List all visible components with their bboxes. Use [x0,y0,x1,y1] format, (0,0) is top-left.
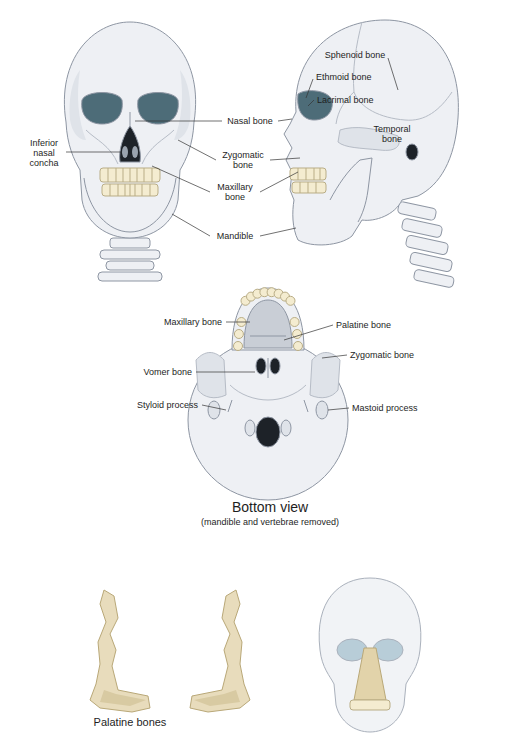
leader-line [226,322,250,323]
bottom-view-skull [208,401,220,419]
leader-line [66,58,398,410]
vertebrae [98,272,162,281]
part-label: Mastoid process [352,403,418,413]
palatine-bone [90,590,150,712]
side-skull [284,20,458,245]
bottom-view-skull [281,420,291,436]
leader-line [388,58,398,90]
vertebrae [106,261,154,270]
bottom-view-skull [268,358,269,378]
vertebrae [413,269,454,288]
front-skull [130,112,131,126]
teeth [234,342,243,351]
part-label: Maxillary bone [210,182,260,202]
palatine-bone [90,590,250,712]
part-label: Vomer bone [144,367,193,377]
bottom-view-skull [245,420,255,436]
part-label: Palatine bone [336,320,391,330]
bottom-view-skull [316,401,328,419]
bottom-view-skull [270,358,280,374]
part-label: Temporal bone [369,124,415,144]
front-skull [138,93,179,125]
bottom-view-skull [310,353,340,398]
leader-line [66,152,122,153]
leader-line [202,405,226,410]
part-label: Lacrimal bone [317,95,374,105]
bottom-view-skull [250,336,286,337]
part-label: Mandible [217,231,254,241]
leader-line [196,372,255,373]
vertebrae [405,235,449,255]
part-label: Bottom view [232,499,308,515]
side-skull [290,168,326,180]
part-label: Ethmoid bone [316,72,372,82]
vertebrae [100,250,160,259]
part-label: Inferior nasal concha [23,138,65,168]
front-skull [64,22,195,238]
vertebrae [409,252,453,272]
front-skull [86,130,174,164]
small-skull [350,700,390,710]
front-skull [132,146,138,158]
leader-line [322,355,347,358]
small-skull [319,578,421,732]
bottom-view-skull [230,385,306,400]
palatine-bone [190,590,250,712]
bottom-view-skull [256,417,280,447]
bottom-view-skull [188,340,348,500]
palatine-bone [100,690,146,706]
part-label: Maxillary bone [164,317,222,327]
teeth [290,318,299,327]
front-skull [122,146,128,158]
bottom-view-skull [232,288,304,350]
part-label: Palatine bones [94,716,167,729]
part-label: (mandible and vertebrae removed) [201,517,339,527]
part-label: Zygomatic bone [350,350,414,360]
part-label: Styloid process [137,400,198,410]
part-label: Sphenoid bone [325,50,386,60]
palatine-bone [194,690,240,706]
side-skull [298,168,320,193]
vertebrae [397,201,437,221]
leader-line [328,408,349,410]
part-label: Zygomatic bone [218,150,268,170]
bottom-view-skull [256,358,266,374]
leader-line [308,100,314,106]
vertebrae [110,238,150,248]
side-skull [330,158,372,222]
teeth [286,296,295,305]
front-skull [120,126,141,162]
front-skull [64,22,195,238]
front-skull [82,93,123,125]
side-skull [406,144,418,160]
part-label: Nasal bone [227,116,273,126]
teeth [294,342,303,351]
vertebrae [98,238,162,281]
teeth [234,288,303,351]
small-skull [319,578,421,732]
leader-line [284,325,333,340]
side-skull [292,182,326,193]
small-skull [354,648,386,700]
vertebrae [401,218,443,238]
front-skull [108,168,152,196]
leader-line [306,79,313,98]
side-skull [284,20,458,245]
bottom-view-skull [244,300,292,348]
bottom-view-skull [196,353,226,398]
bottom-view-skull [228,400,308,412]
teeth [234,330,243,339]
vertebrae [397,201,454,288]
